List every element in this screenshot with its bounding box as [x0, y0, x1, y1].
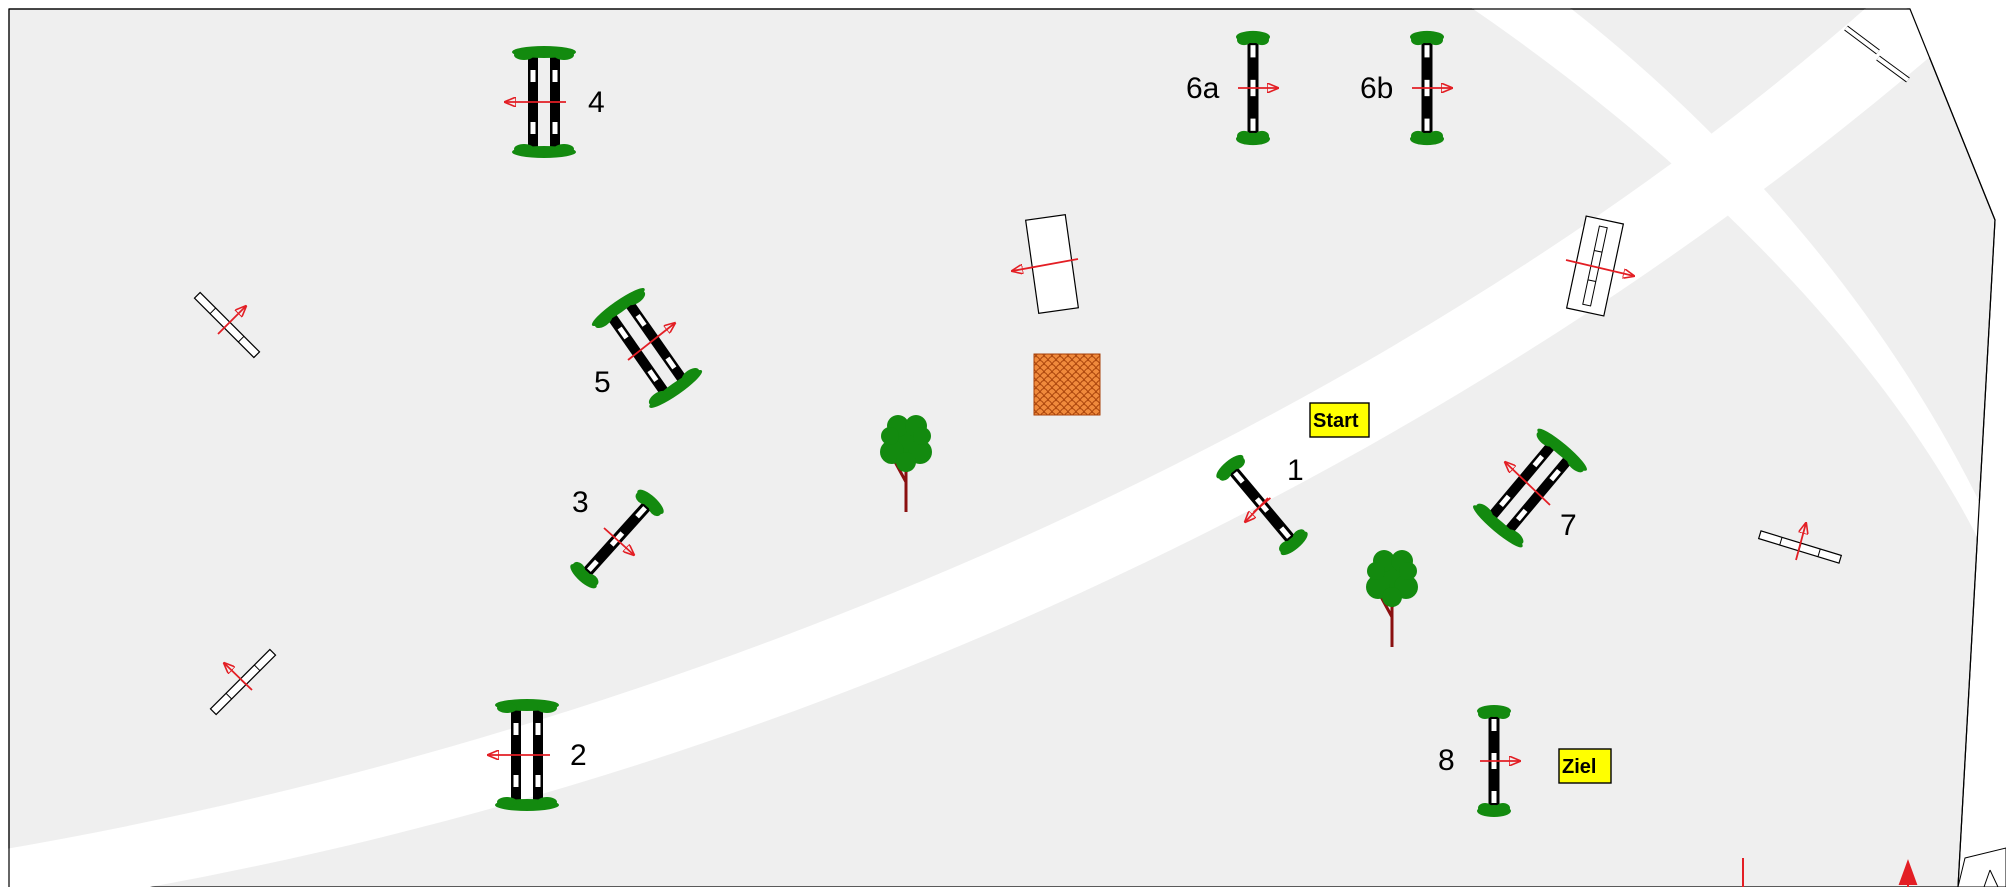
- obstacle-center-box-arrow: [1012, 258, 1079, 271]
- obstacle-right-box-arrow: [1565, 259, 1634, 276]
- compass-needle-icon: [1983, 869, 1999, 887]
- water-jump: [1033, 353, 1101, 416]
- arena-boundary-top-right: [1909, 8, 1996, 887]
- jump-1-arrow: [1245, 497, 1269, 522]
- jump-1-label: 1: [1287, 454, 1304, 487]
- start-label: Start: [1313, 410, 1359, 432]
- obstacle-left-lower-arrow: [224, 663, 253, 691]
- jump-3-label: 3: [572, 486, 589, 519]
- jump-3-arrow: [603, 527, 634, 555]
- compass-icon: [1957, 847, 2006, 887]
- jump-5-label: 5: [594, 366, 611, 399]
- jump-5-arrow: [627, 323, 675, 361]
- jump-6b-label: 6b: [1360, 72, 1393, 105]
- finish-label: Ziel: [1562, 756, 1596, 778]
- jump-7-label: 7: [1560, 509, 1577, 542]
- jump-6a-label: 6a: [1186, 72, 1220, 105]
- finish-sign: Ziel: [1558, 748, 1612, 784]
- obstacle-corner: [1844, 25, 1910, 83]
- jump-7-arrow: [1505, 462, 1551, 506]
- start-sign: Start: [1309, 402, 1370, 438]
- obstacle-left-upper-arrow: [217, 306, 246, 335]
- north-arrow-icon: [1898, 859, 1918, 887]
- obstacle-far-right-arrow: [1795, 523, 1806, 561]
- jump-8-label: 8: [1438, 744, 1455, 777]
- jump-2-label: 2: [570, 739, 587, 772]
- jump-4-label: 4: [588, 86, 605, 119]
